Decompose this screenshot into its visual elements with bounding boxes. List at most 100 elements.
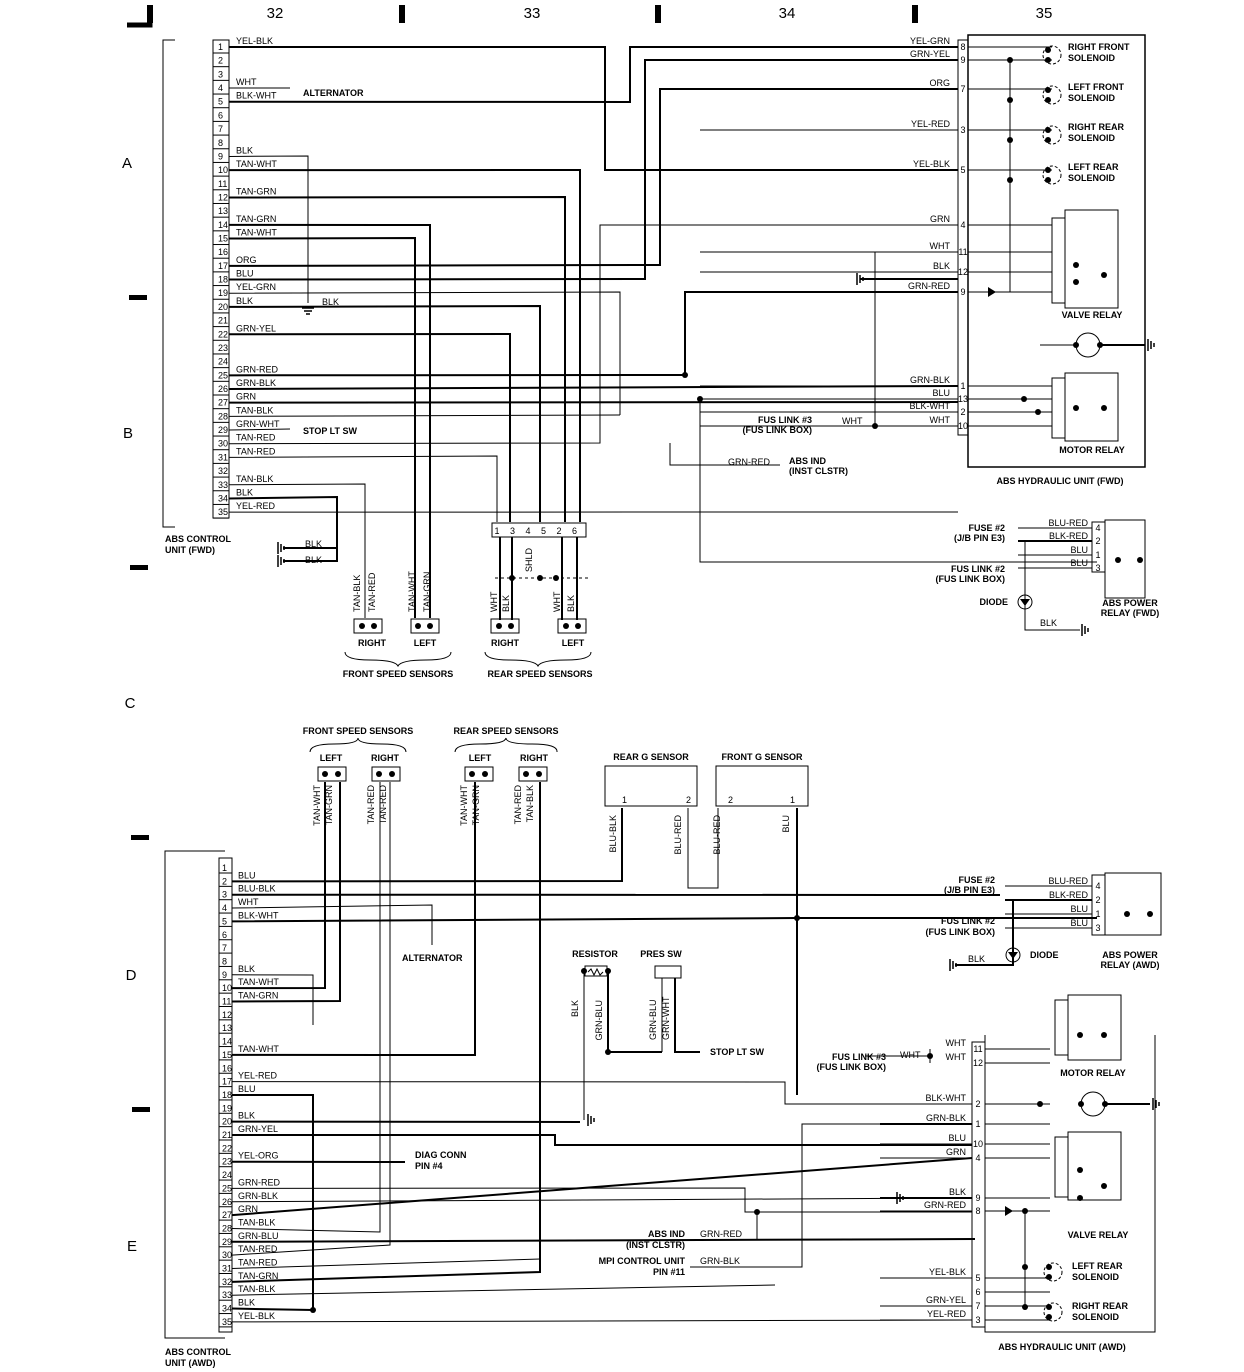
- pin-number: 12: [218, 192, 228, 202]
- unit-label: UNIT (AWD): [165, 1358, 216, 1368]
- splice-dot: [1115, 557, 1121, 563]
- pin-number: 24: [218, 357, 228, 367]
- diag-conn-label: DIAG CONN: [415, 1150, 467, 1160]
- motor-relay-box: [1067, 994, 1122, 1061]
- wire-color-label: BLK: [238, 964, 255, 974]
- wire-color-label: GRN-BLK: [700, 1256, 740, 1266]
- pin-number: 1: [1095, 550, 1100, 560]
- pin-number: 28: [222, 1223, 232, 1233]
- sensor-label: RIGHT: [520, 753, 549, 763]
- wire-pin-9: [231, 974, 314, 1025]
- sensor-terminal: [563, 623, 569, 629]
- ground-icon: [896, 1192, 904, 1204]
- pin-number: 31: [218, 452, 228, 462]
- splice-dot: [1045, 127, 1051, 133]
- wire-pin-20: [228, 304, 541, 522]
- wire-pin-4: [231, 904, 433, 945]
- pin-number: 24: [222, 1170, 232, 1180]
- wire-color-label: GRN-BLU: [238, 1231, 279, 1241]
- wire-pin-21: [232, 1134, 972, 1146]
- wire-color-label: BLK: [501, 595, 511, 612]
- sensor-terminal: [359, 623, 365, 629]
- relay-label: RELAY (AWD): [1100, 960, 1159, 970]
- splice-dot: [1021, 396, 1027, 402]
- pin-number: 16: [222, 1063, 232, 1073]
- wire-color-label: BLU: [1070, 558, 1088, 568]
- wire: [674, 978, 700, 1053]
- wire: [955, 900, 1014, 966]
- pin-number: 9: [975, 1193, 980, 1203]
- ground-icon: [277, 542, 285, 554]
- wire-color-label: GRN-YEL: [926, 1295, 966, 1305]
- wire-pin-15: [231, 782, 476, 1057]
- splice-dot: [1073, 262, 1079, 268]
- wire-color-label: WHT: [842, 416, 863, 426]
- valve-relay-box: [1064, 209, 1119, 309]
- wire-color-label: TAN-RED: [366, 785, 376, 825]
- wire-color-label: BLK: [305, 555, 322, 565]
- wire-color-label: TAN-BLK: [238, 1284, 275, 1294]
- wire-pin-17: [228, 88, 958, 267]
- splice-dot: [697, 396, 703, 402]
- pin-number: 9: [218, 151, 223, 161]
- splice-dot: [1078, 1101, 1084, 1107]
- wire-color-label: YEL-GRN: [236, 282, 276, 292]
- brace: [454, 737, 558, 753]
- pin-number: 30: [222, 1250, 232, 1260]
- pin-number: 18: [222, 1090, 232, 1100]
- sensor-label: LEFT: [414, 638, 437, 648]
- solenoid-label: LEFT REAR: [1072, 1261, 1123, 1271]
- pin-number: 33: [218, 480, 228, 490]
- sensor-terminal: [376, 771, 382, 777]
- wire-color-label: GRN-BLK: [926, 1113, 966, 1123]
- wire-color-label: GRN-WHT: [661, 996, 671, 1040]
- splice-dot: [754, 1209, 760, 1215]
- wire-pin-17: [231, 1081, 972, 1105]
- wire-pin-14: [228, 223, 431, 618]
- wire-color-label: BLU: [236, 269, 254, 279]
- wire-color-label: TAN-RED: [367, 572, 377, 612]
- splice-dot: [537, 575, 543, 581]
- pin-number: 12: [958, 267, 968, 277]
- solenoid-label: RIGHT REAR: [1068, 122, 1125, 132]
- relay-label: VALVE RELAY: [1068, 1230, 1129, 1240]
- relay-label: VALVE RELAY: [1062, 310, 1123, 320]
- grid-column-label: 34: [779, 5, 796, 22]
- sensor-terminal: [389, 771, 395, 777]
- motor-icon: [1075, 332, 1101, 358]
- pin-number: 17: [218, 261, 228, 271]
- pin-number: 25: [218, 370, 228, 380]
- splice-dot: [1046, 1314, 1052, 1320]
- pin-number: 9: [960, 55, 965, 65]
- wire-pin-34: [231, 1307, 314, 1311]
- wire-pin-34: [228, 495, 338, 549]
- solenoid-icon: [1042, 45, 1062, 65]
- wire-color-label: BLU: [1070, 904, 1088, 914]
- wire-color-label: SHLD: [524, 547, 534, 572]
- fuse-label: FUSE #2: [958, 875, 995, 885]
- wire-color-label: ORG: [236, 255, 257, 265]
- wire-color-label: YEL-RED: [236, 501, 276, 511]
- wire: [669, 443, 780, 466]
- grid-column-label: 35: [1036, 5, 1053, 22]
- fuse-label: (J/B PIN E3): [954, 533, 1005, 543]
- pin-number: 10: [973, 1139, 983, 1149]
- grid-marker: [655, 5, 661, 23]
- wire-color-label: BLK-WHT: [236, 91, 277, 101]
- splice-dot: [1101, 1032, 1107, 1038]
- ground-icon: [1147, 339, 1155, 351]
- pin-number: 4: [222, 903, 227, 913]
- pin-number: 27: [218, 398, 228, 408]
- wire-color-label: TAN-WHT: [407, 571, 417, 612]
- wire-color-label: WHT: [946, 1052, 967, 1062]
- wire-pin-29: [228, 428, 291, 431]
- solenoid-label: LEFT REAR: [1068, 162, 1119, 172]
- relay-label: MOTOR RELAY: [1060, 1068, 1126, 1078]
- sensor-terminal: [496, 623, 502, 629]
- wire-color-label: GRN-YEL: [910, 49, 950, 59]
- pin-number: 21: [222, 1130, 232, 1140]
- wire-pin-19: [228, 291, 621, 415]
- splice-dot: [794, 915, 800, 921]
- solenoid-label: SOLENOID: [1068, 173, 1116, 183]
- wire-pin-31: [231, 1258, 541, 1269]
